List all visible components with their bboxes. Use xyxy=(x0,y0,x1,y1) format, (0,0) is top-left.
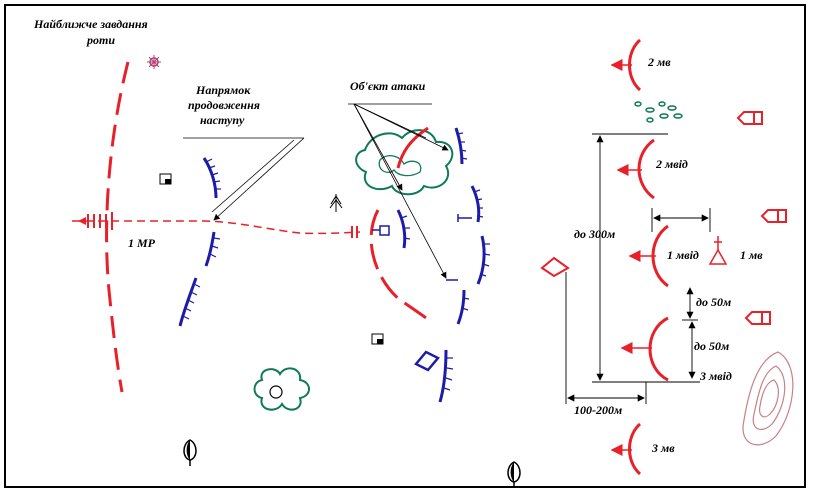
bush-area-2 xyxy=(253,367,310,411)
bush-interior xyxy=(378,154,422,177)
vehicle-icon-2 xyxy=(760,209,787,223)
attack-object-label: Об'єкт атаки xyxy=(350,79,426,93)
observation-post-icon xyxy=(708,236,728,265)
enemy-diamond-icon xyxy=(414,350,440,372)
unit-3mv-arc xyxy=(628,422,642,476)
unit-2mv-label: 2 мв xyxy=(647,55,671,69)
direction-label-line1: Напрямок xyxy=(195,83,251,97)
own-attack-arc xyxy=(396,126,429,169)
map-frame xyxy=(4,4,806,488)
distance-300-label: до 300м xyxy=(574,227,615,241)
enemy-ticks-left xyxy=(182,158,221,320)
start-arrow-icon xyxy=(78,217,86,225)
distance-50-label-1: до 50м xyxy=(696,295,731,309)
diamond-icon xyxy=(540,256,570,278)
enemy-position-center xyxy=(396,127,486,403)
bush-area xyxy=(355,129,454,196)
advance-axis xyxy=(72,220,361,235)
advance-marker xyxy=(351,226,358,238)
enemy-ticks-center xyxy=(400,132,491,391)
tree-icon xyxy=(329,194,343,212)
direction-label-line2: продовження xyxy=(188,98,260,112)
unit-3mvid-arc xyxy=(648,316,669,382)
terrain-contour xyxy=(742,351,794,446)
distance-50-label-2: до 50м xyxy=(694,339,729,353)
own-attack-arc-2 xyxy=(369,209,433,324)
direction-pointer xyxy=(183,137,305,221)
start-line-label: 1 МР xyxy=(128,236,156,250)
vehicle-icon-3 xyxy=(744,311,771,325)
bush-center-icon xyxy=(269,385,283,399)
unit-1mv-label: 1 мв xyxy=(740,248,763,262)
task-label-line2: роти xyxy=(86,33,115,47)
start-line-marker xyxy=(87,212,113,230)
enemy-position-left xyxy=(178,157,218,327)
tree-icon-bottom-2 xyxy=(507,461,521,488)
unit-2mvid-label: 2 мвід xyxy=(655,157,688,171)
command-post-icon xyxy=(159,173,172,185)
unit-3mvid-label: 3 мвід xyxy=(699,369,732,383)
company-task-line xyxy=(105,61,130,393)
enemy-weapon-icon xyxy=(372,214,472,281)
flower-icon xyxy=(147,55,161,69)
dimension-lines xyxy=(565,133,711,404)
distance-100-200-label: 100-200м xyxy=(574,403,622,417)
attack-object-pointer xyxy=(348,103,449,279)
unit-2mvid-arc xyxy=(637,138,655,200)
task-label-line1: Найближче завдання xyxy=(33,17,148,31)
vehicle-icon-1 xyxy=(736,111,763,125)
tree-icon-bottom-1 xyxy=(183,439,197,466)
direction-label-line3: наступу xyxy=(200,113,245,127)
unit-1mvid-label: 1 мвід xyxy=(667,248,699,262)
unit-3mv-label: 3 мв xyxy=(651,441,675,455)
vegetation-dots xyxy=(634,101,683,123)
command-post-icon-2 xyxy=(371,333,384,345)
